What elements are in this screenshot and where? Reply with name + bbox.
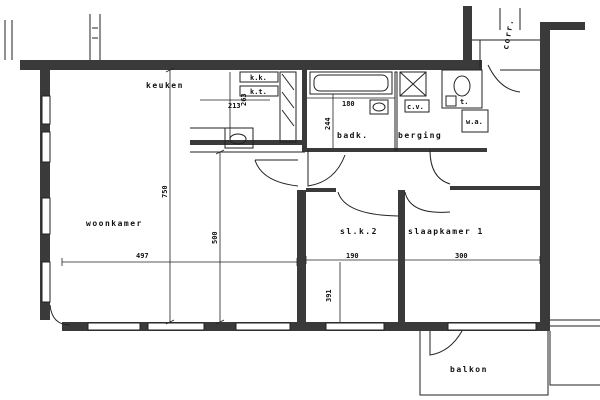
walls: [20, 6, 585, 331]
dim-label-190: 190: [346, 252, 359, 260]
dimension-lines: [61, 67, 541, 325]
exterior-frame-right: [499, 8, 521, 30]
room-label-keuken: keuken: [146, 81, 184, 90]
room-label-slaapkamer-1: slaapkamer 1: [408, 227, 484, 236]
doors: [254, 64, 540, 217]
bathroom-fixtures: [309, 69, 489, 151]
room-label-berging: berging: [398, 130, 442, 140]
bottom-facade-windows: [87, 322, 537, 331]
dim-label-180: 180: [342, 100, 355, 108]
room-label-badkamer: badk.: [337, 131, 369, 140]
dim-label-750: 750: [161, 185, 169, 198]
dim-label-300: 300: [455, 252, 468, 260]
room-label-slaapkamer-2: sl.k.2: [340, 227, 378, 236]
dim-label-497: 497: [136, 252, 149, 260]
fixture-label-wa: w.a.: [466, 118, 483, 126]
dim-label-213: 213: [228, 102, 241, 110]
fixture-label-kt: k.t.: [250, 88, 267, 96]
room-label-corridor: corr.: [501, 18, 515, 51]
dim-label-244: 244: [324, 117, 332, 130]
dim-label-391: 391: [325, 289, 333, 302]
fixture-label-cv: c.v.: [407, 103, 424, 111]
balcony: [419, 319, 600, 396]
fixture-label-kk: k.k.: [250, 74, 267, 82]
corridor-frame: [472, 39, 540, 68]
bay-corner: [49, 304, 71, 326]
room-label-woonkamer: woonkamer: [86, 219, 143, 228]
left-facade-windows: [41, 95, 51, 303]
kitchen-fixtures: [190, 71, 305, 153]
dim-label-263: 263: [240, 93, 248, 106]
fixture-label-t: t.: [460, 98, 468, 106]
dim-label-500: 500: [211, 231, 219, 244]
exterior-frame: [4, 20, 13, 60]
room-label-balkon: balkon: [450, 365, 488, 374]
vent-ladder: [89, 14, 101, 60]
